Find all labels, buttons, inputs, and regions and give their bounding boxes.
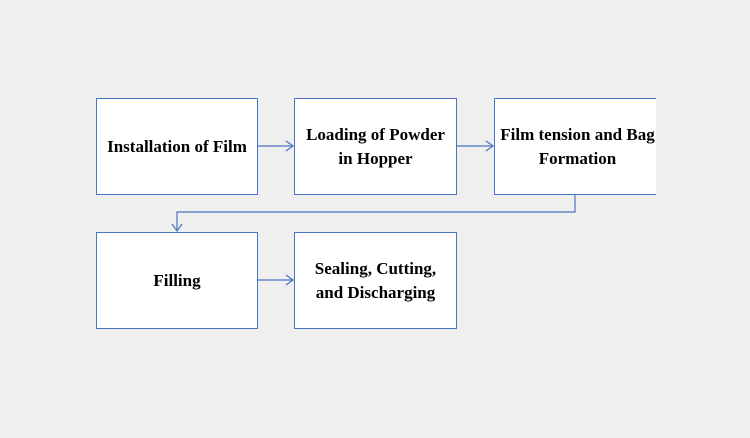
arrowhead-tension-to-filling <box>171 223 183 233</box>
step-label: Sealing, Cutting, and Discharging <box>314 258 437 302</box>
step-loading-of-powder: Loading of Powder in Hopper <box>294 98 457 195</box>
arrow-tension-to-filling <box>176 195 576 230</box>
step-label: Installation of Film <box>107 136 247 156</box>
arrowhead-installation-to-loading <box>285 140 295 152</box>
step-installation-of-film: Installation of Film <box>96 98 258 195</box>
arrowhead-loading-to-tension <box>485 140 495 152</box>
step-label: Filling <box>153 270 201 290</box>
step-film-tension-bag-formation: Film tension and Bag Formation <box>494 98 656 195</box>
step-label: Film tension and Bag Formation <box>500 124 655 168</box>
arrowhead-filling-to-sealing <box>285 274 295 286</box>
step-sealing-cutting-discharging: Sealing, Cutting, and Discharging <box>294 232 457 329</box>
step-filling: Filling <box>96 232 258 329</box>
step-label: Loading of Powder in Hopper <box>306 124 445 168</box>
